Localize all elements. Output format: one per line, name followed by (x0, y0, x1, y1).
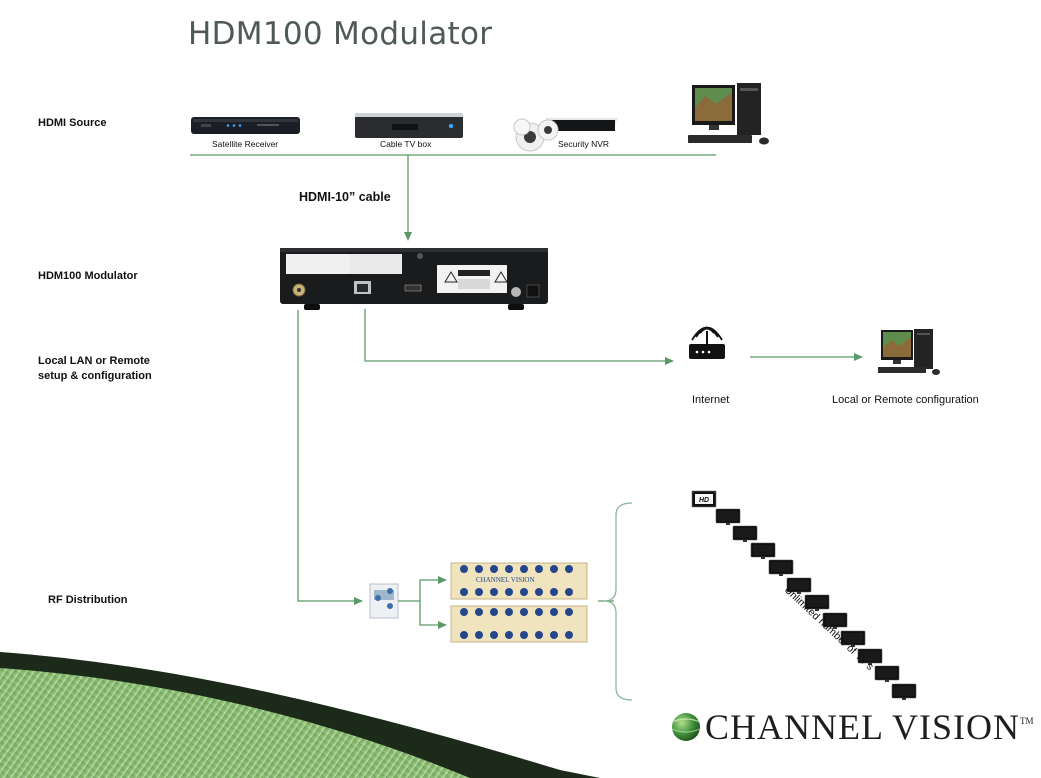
caption-satellite-receiver: Satellite Receiver (212, 139, 279, 149)
cable-tv-box-device (355, 113, 463, 138)
label-lan-line2: setup & configuration (38, 370, 152, 382)
split-branch-bottom (419, 601, 447, 629)
panel-top-brand: CHANNEL VISION (476, 576, 535, 584)
logo-wordmark: CHANNEL VISION (705, 707, 1020, 747)
hdm100-modulator-device (280, 248, 548, 310)
distribution-panel-top: CHANNEL VISION (450, 562, 588, 600)
label-lan-config: Local LAN or Remote setup & configuratio… (38, 354, 152, 384)
lan-connection-line (364, 309, 674, 365)
hd-tv-icon: HD (691, 490, 717, 508)
tv-2 (732, 525, 758, 543)
label-lan-line1: Local LAN or Remote (38, 355, 150, 367)
decor-stripe (0, 652, 480, 778)
label-hdm100-modulator: HDM100 Modulator (38, 270, 138, 282)
caption-security-nvr: Security NVR (558, 139, 610, 149)
hdmi-cable-label: HDMI-10” cable (299, 190, 391, 204)
tv-11 (891, 683, 917, 701)
label-hdmi-source: HDMI Source (38, 117, 107, 129)
split-branch-top (419, 576, 447, 601)
caption-cable-tv-box: Cable TV box (380, 139, 432, 149)
tv-3 (750, 542, 776, 560)
decor-stripe-dark (0, 652, 600, 778)
page-title: HDM100 Modulator (188, 16, 493, 52)
rf-out-line (297, 310, 363, 605)
hd-badge-text: HD (699, 497, 709, 504)
label-rf-distribution: RF Distribution (48, 594, 128, 606)
logo-trademark: TM (1020, 716, 1034, 726)
satellite-receiver-device (191, 117, 300, 134)
caption-internet: Internet (692, 394, 730, 406)
rf-splitter-device (369, 583, 399, 619)
caption-local-remote-config: Local or Remote configuration (832, 394, 979, 406)
config-computer-icon (878, 329, 940, 375)
distribution-panel-bottom (450, 605, 588, 643)
channel-vision-logo-mark (671, 713, 701, 741)
router-icon (689, 326, 725, 359)
tv-group-brace (603, 502, 633, 701)
tv-1 (715, 508, 741, 526)
tv-4 (768, 559, 794, 577)
tv-cascade (715, 508, 917, 701)
desktop-computer-icon (688, 83, 769, 145)
tv-10 (874, 665, 900, 683)
channel-vision-logo: CHANNEL VISIONTM (705, 706, 1034, 748)
security-nvr-device (513, 118, 618, 152)
